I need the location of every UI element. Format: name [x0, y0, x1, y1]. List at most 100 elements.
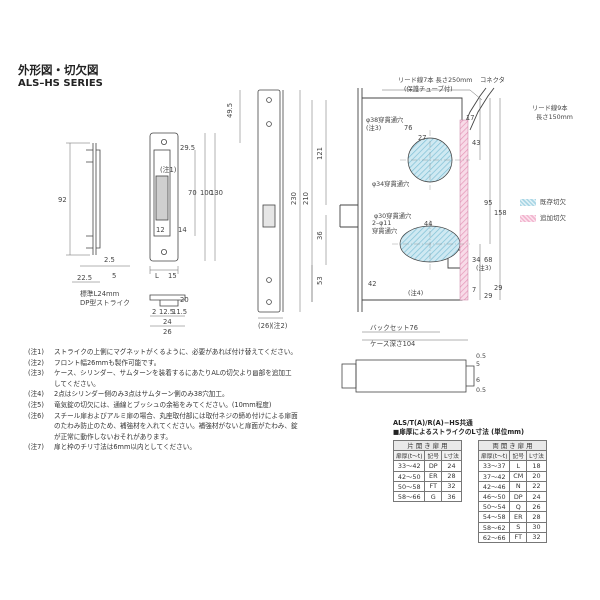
svg-text:(注2): (注2)	[271, 321, 288, 330]
latch-bolt-view	[341, 359, 475, 393]
svg-text:230: 230	[290, 192, 298, 205]
svg-text:12.5: 12.5	[159, 308, 174, 316]
svg-text:標準L24mm: 標準L24mm	[80, 289, 120, 298]
lock-body-dimension-text: 76 27 44 17 43 95 158 34 68 42 29 7 29 バ…	[368, 114, 507, 348]
svg-text:2: 2	[152, 308, 156, 316]
svg-text:5: 5	[112, 272, 116, 280]
svg-text:6: 6	[476, 377, 480, 384]
svg-text:17: 17	[466, 114, 474, 122]
svg-text:コネクタ: コネクタ	[480, 75, 505, 84]
svg-text:(保護チューブ付): (保護チューブ付)	[404, 84, 453, 93]
svg-text:29: 29	[484, 292, 492, 300]
latch-bolt-dimensions: 0.5 5 6 0.5	[476, 353, 486, 394]
svg-text:24: 24	[163, 318, 172, 326]
svg-text:42: 42	[368, 280, 376, 288]
legend-additional: 追加切欠	[520, 212, 566, 222]
note-2: (注2)フロント幅26mmも製作可能です。	[28, 358, 161, 367]
cutout-additional	[459, 119, 469, 301]
svg-text:2.5: 2.5	[104, 256, 115, 264]
legend-existing: 既存切欠	[520, 196, 566, 206]
strike-bottom-view	[149, 294, 186, 307]
svg-text:15: 15	[168, 272, 177, 280]
svg-text:5: 5	[476, 361, 480, 368]
svg-text:12: 12	[156, 226, 165, 234]
svg-text:DP型ストライク: DP型ストライク	[80, 298, 130, 307]
svg-text:26: 26	[163, 328, 172, 336]
svg-text:27: 27	[418, 134, 426, 142]
front-plate-dimension-text: 49.5 230 210 121 36 53 (26) (注2)	[226, 103, 324, 330]
svg-text:130: 130	[210, 189, 223, 197]
note-6-cont2: が正常に動作しないおそれがあります。	[54, 432, 173, 441]
front-plate-dimension-lines	[239, 90, 327, 319]
lock-body-labels: リード線7本 長さ250mm (保護チューブ付) コネクタ リード線9本 長さ1…	[366, 75, 573, 297]
svg-text:L: L	[155, 272, 159, 280]
svg-text:95: 95	[484, 199, 492, 207]
svg-text:29.5: 29.5	[180, 144, 195, 152]
svg-text:76: 76	[404, 124, 412, 132]
svg-text:92: 92	[58, 196, 67, 204]
legend-swatch-additional	[520, 214, 536, 222]
svg-text:22.5: 22.5	[77, 274, 92, 282]
strike-dimension-lines	[66, 133, 216, 327]
strike-front-view	[149, 132, 179, 262]
svg-text:36: 36	[316, 231, 324, 240]
lock-body-centerlines	[392, 130, 470, 270]
note-5: (注5)竜気錠の切欠には、通線とブッシュの余裕をみてください。(10mm程度)	[28, 400, 272, 409]
svg-text:49.5: 49.5	[226, 103, 234, 118]
svg-text:バックセット76: バックセット76	[370, 324, 418, 332]
svg-text:φ34穿貫通穴: φ34穿貫通穴	[372, 179, 410, 188]
note-6: (注6)スチール扉およびアルミ扉の場合、丸座取付部には取付ネジの締め付けによる扉…	[28, 411, 298, 420]
note-6-cont1: のたわみ防止のため、補強材を入れてください。補強材がないと扉面がたわみ、錠	[54, 422, 298, 431]
svg-text:穿貫通穴: 穿貫通穴	[372, 226, 398, 235]
svg-text:長さ150mm: 長さ150mm	[536, 113, 573, 121]
svg-text:ケース深さ104: ケース深さ104	[370, 339, 415, 348]
note-3-cont: してください。	[54, 379, 100, 388]
strike-table-heading: ALS/T(A)/R(A)−HS共通 ■扉厚によるストライクのL寸法 (単位mm…	[393, 419, 525, 436]
svg-text:φ30穿貫通穴: φ30穿貫通穴	[374, 211, 412, 220]
svg-text:44: 44	[424, 220, 432, 228]
svg-text:(注4): (注4)	[408, 288, 423, 297]
svg-text:2–φ11: 2–φ11	[372, 220, 391, 227]
svg-text:リード線7本 長さ250mm: リード線7本 長さ250mm	[398, 75, 472, 84]
svg-text:φ38穿貫通穴: φ38穿貫通穴	[366, 115, 404, 124]
svg-text:(注1): (注1)	[160, 165, 177, 174]
svg-text:(注3): (注3)	[476, 263, 491, 272]
svg-text:11.5: 11.5	[172, 308, 187, 316]
svg-text:100: 100	[200, 189, 213, 197]
notes-list: (注1)ストライクの上側にマグネットがくるように、必要があれば付け替えてください…	[28, 347, 358, 453]
svg-text:43: 43	[472, 139, 480, 147]
strike-dimension-text: 92 2.5 22.5 5 L 15 29.5 70 100 130 12 14…	[58, 144, 223, 336]
svg-text:14: 14	[178, 226, 187, 234]
svg-text:68: 68	[484, 256, 492, 264]
note-7: (注7)扉と枠のチリ寸法は6mm以内としてください。	[28, 443, 196, 452]
legend-swatch-existing	[520, 198, 536, 206]
svg-text:0.5: 0.5	[476, 387, 486, 394]
note-3: (注3)ケース、シリンダー、サムターンを装着するにあたりALの切欠より▨部を追加…	[28, 369, 292, 378]
svg-text:29: 29	[494, 284, 502, 292]
svg-text:20: 20	[180, 296, 189, 304]
note-4: (注4)2点はシリンダー側のみ3点はサムターン側のみ38穴加工。	[28, 390, 229, 399]
svg-text:リード線9本: リード線9本	[532, 103, 568, 112]
svg-text:158: 158	[494, 209, 507, 217]
lock-body-dimension-lines	[362, 89, 501, 341]
note-1: (注1)ストライクの上側にマグネットがくるように、必要があれば付け替えてください…	[28, 348, 297, 356]
strike-side-view	[86, 143, 101, 255]
svg-text:210: 210	[302, 192, 310, 205]
series-name: ALS–HS SERIES	[18, 78, 103, 89]
page-title: 外形図・切欠図	[18, 63, 99, 77]
svg-text:(26): (26)	[258, 322, 272, 330]
